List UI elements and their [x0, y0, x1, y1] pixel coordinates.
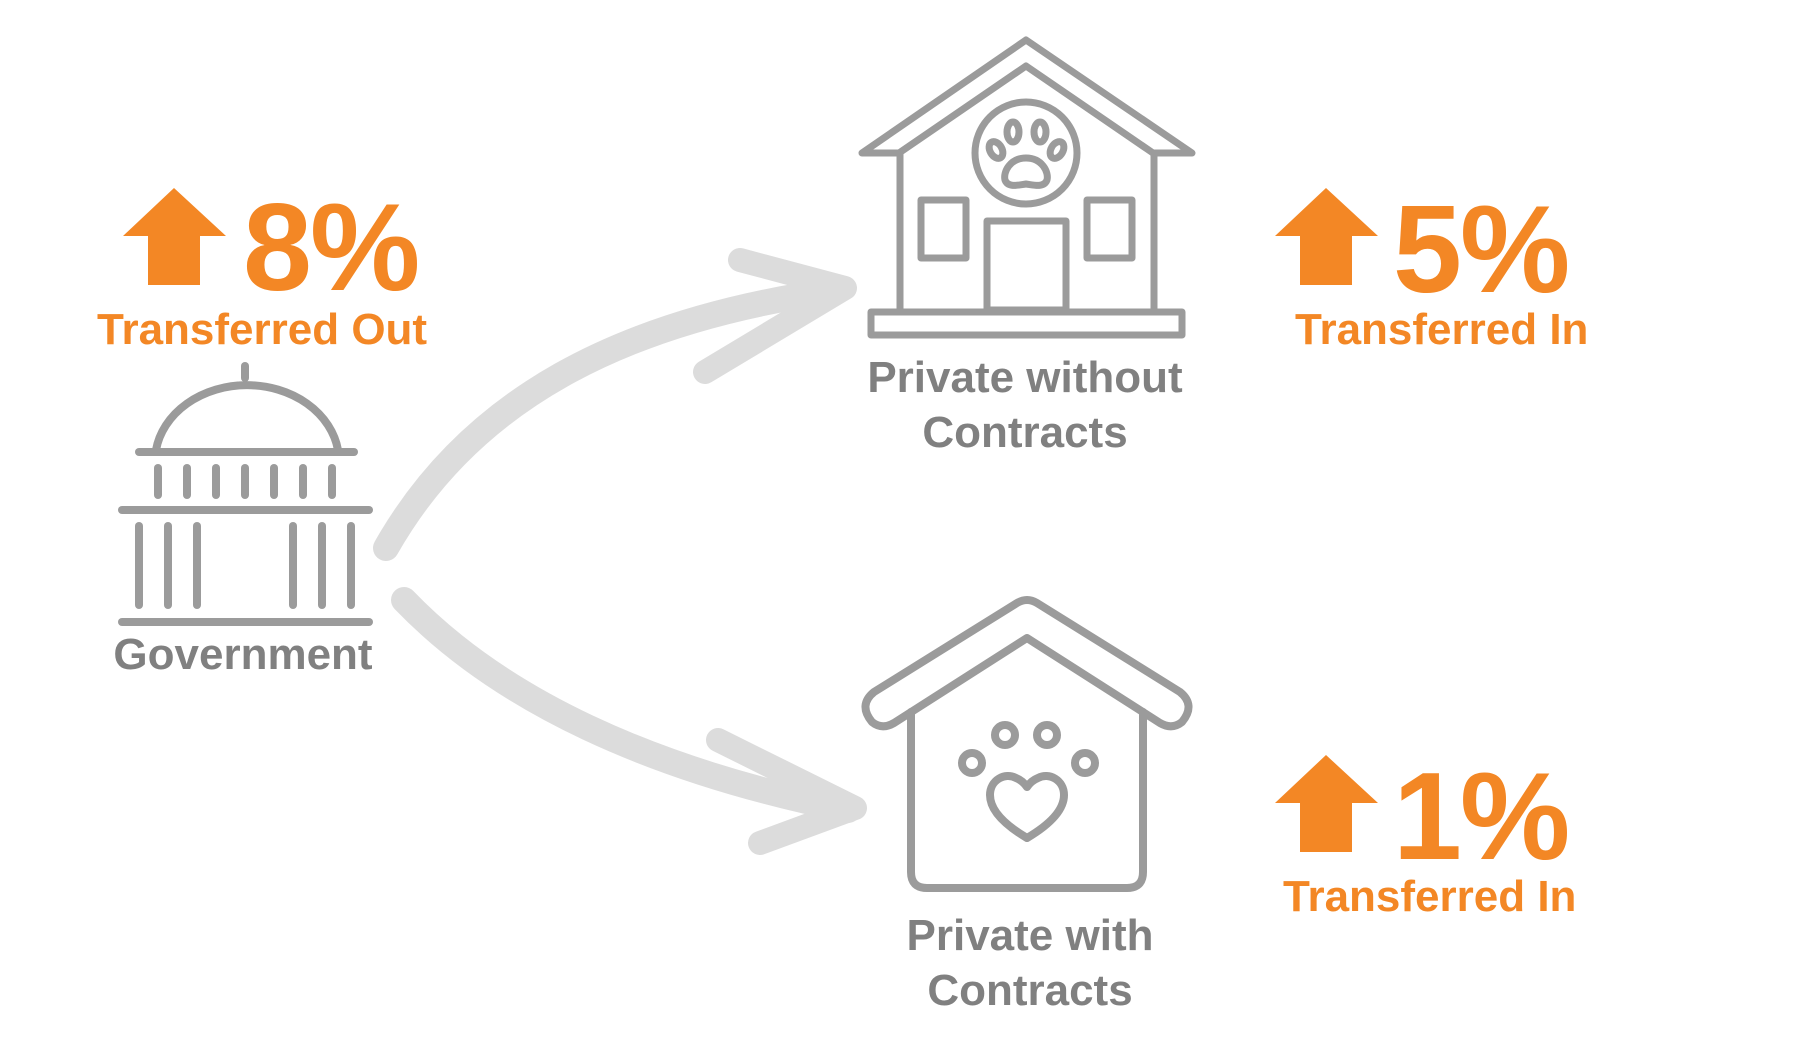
- government-stat-value: 8%: [243, 179, 420, 317]
- private-without-contracts-stat-value: 5%: [1393, 181, 1570, 319]
- private-with-contracts-label: Private with Contracts: [880, 908, 1180, 1018]
- private-without-contracts-label: Private without Contracts: [855, 350, 1195, 460]
- label-line-1: Private without: [867, 353, 1183, 402]
- government-label: Government: [113, 630, 373, 679]
- private-without-contracts-stat-label: Transferred In: [1295, 305, 1589, 354]
- private-with-contracts-stat-label: Transferred In: [1283, 872, 1577, 921]
- label-line-2: Contracts: [927, 966, 1133, 1015]
- government-stat-label: Transferred Out: [97, 305, 428, 354]
- curved-arrow-icon-lower: [391, 587, 867, 855]
- curved-arrow-icon-upper: [373, 248, 857, 561]
- label-line-1: Private with: [906, 911, 1154, 960]
- label-line-2: Contracts: [922, 408, 1128, 457]
- private-with-contracts-stat-value: 1%: [1393, 748, 1570, 886]
